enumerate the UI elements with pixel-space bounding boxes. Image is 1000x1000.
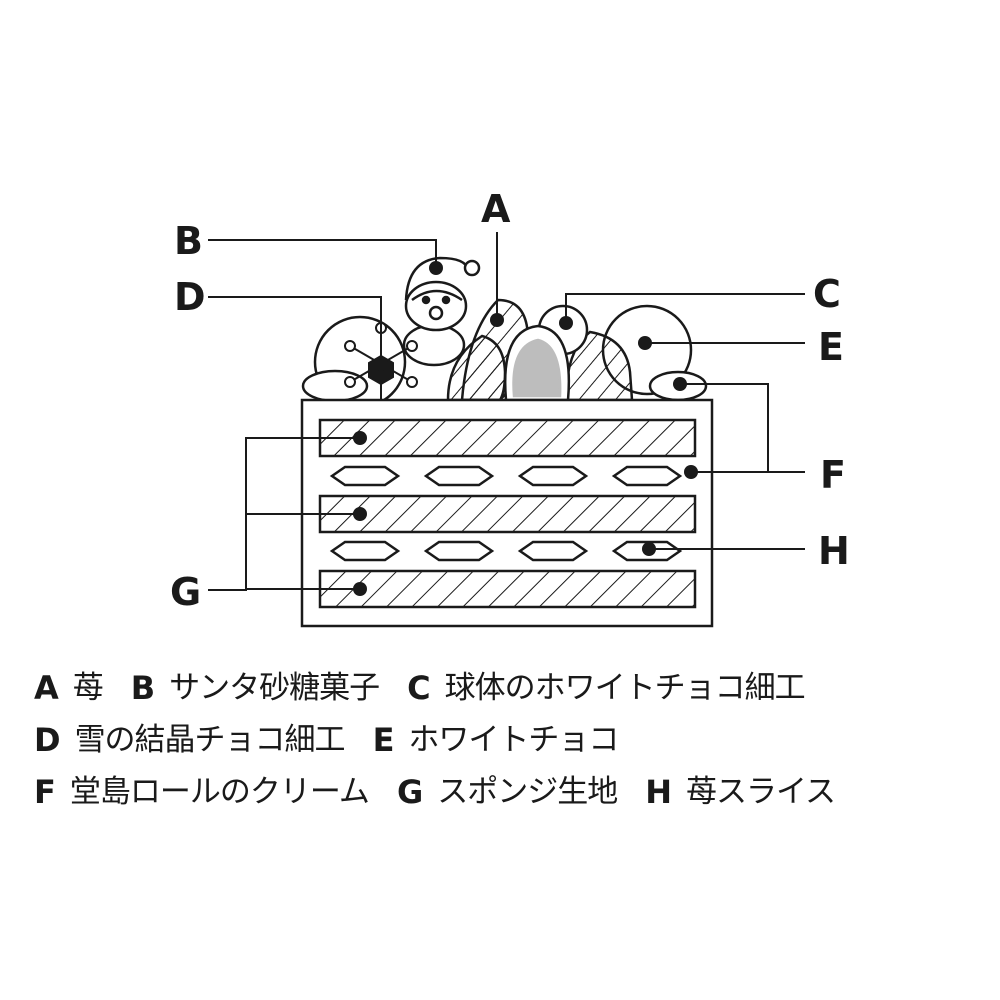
callout-g: G	[170, 570, 201, 614]
legend-key: F	[34, 773, 56, 811]
legend-item-d: D 雪の結晶チョコ細工	[34, 721, 346, 759]
legend-text: スポンジ生地	[437, 773, 618, 810]
legend-item-a: A 苺	[34, 669, 104, 707]
legend-text: 堂島ロールのクリーム	[69, 773, 370, 810]
legend-row-3: F 堂島ロールのクリーム G スポンジ生地 H 苺スライス	[34, 766, 984, 818]
legend-row-2: D 雪の結晶チョコ細工 E ホワイトチョコ	[34, 714, 984, 766]
legend-key: D	[34, 721, 61, 759]
sponge-layer-3	[318, 569, 697, 609]
leader-lines	[208, 232, 805, 591]
legend-key: G	[396, 773, 424, 811]
leader-dots	[353, 261, 698, 596]
legend-item-h: H 苺スライス	[645, 773, 836, 811]
legend-text: 雪の結晶チョコ細工	[74, 721, 346, 758]
callout-c: C	[813, 272, 841, 316]
callout-h: H	[818, 529, 850, 573]
callout-e: E	[818, 325, 844, 369]
white-choco-piece-left	[301, 369, 369, 403]
legend-text: 球体のホワイトチョコ細工	[444, 669, 806, 706]
legend-item-e: E ホワイトチョコ	[372, 721, 620, 759]
sponge-layer-1	[318, 418, 697, 458]
strawberry-slices-row-2	[329, 540, 683, 562]
callout-a: A	[481, 187, 511, 231]
legend-item-c: C 球体のホワイトチョコ細工	[407, 669, 806, 707]
sponge-layer-2	[318, 494, 697, 534]
legend-key: B	[130, 669, 156, 707]
legend-key: H	[645, 773, 672, 811]
legend-text: サンタ砂糖菓子	[169, 669, 380, 706]
strawberry-front-left	[446, 334, 507, 402]
legend-key: A	[34, 669, 59, 707]
legend-item-b: B サンタ砂糖菓子	[130, 669, 380, 707]
callout-f: F	[820, 453, 846, 497]
legend-key: E	[372, 721, 395, 759]
callout-b: B	[174, 219, 203, 263]
legend-row-1: A 苺 B サンタ砂糖菓子 C 球体のホワイトチョコ細工	[34, 662, 984, 714]
legend-text: 苺	[72, 669, 104, 706]
legend-item-f: F 堂島ロールのクリーム	[34, 773, 370, 811]
legend-text: ホワイトチョコ	[408, 721, 619, 758]
callout-d: D	[174, 275, 206, 319]
legend: A 苺 B サンタ砂糖菓子 C 球体のホワイトチョコ細工 D 雪の結晶チョコ細工…	[34, 662, 984, 818]
cake-cross-section-diagram: A B C D E F G H	[170, 187, 850, 628]
strawberry-slices-row-1	[329, 465, 683, 487]
legend-item-g: G スポンジ生地	[396, 773, 618, 811]
santa-icon	[402, 256, 481, 367]
legend-key: C	[407, 669, 431, 707]
legend-text: 苺スライス	[685, 773, 836, 810]
